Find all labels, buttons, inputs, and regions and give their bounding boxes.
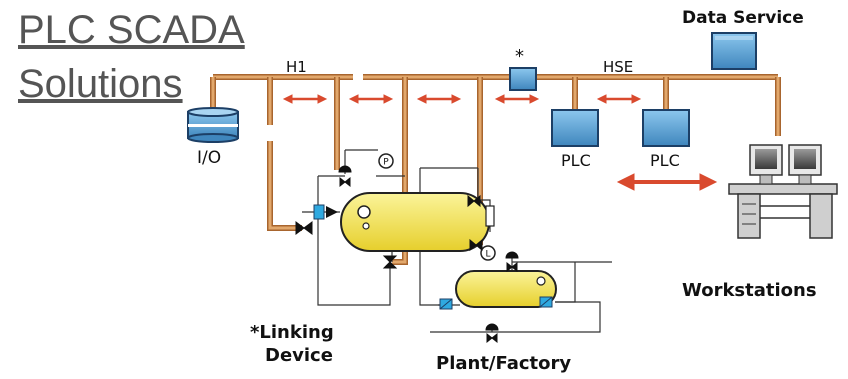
title-line-1: PLC SCADA (18, 8, 245, 52)
actuator-top (338, 165, 352, 188)
workstation-monitor-1 (749, 144, 783, 185)
valve-bottom (382, 255, 398, 269)
io-device (187, 107, 239, 143)
level-transmitter (480, 245, 496, 261)
fieldbus-cables (210, 72, 781, 265)
arrow-h1-2 (348, 94, 394, 104)
h1-label: H1 (286, 58, 307, 76)
arrow-h1-3 (416, 94, 462, 104)
arrow-hse-1 (494, 94, 540, 104)
data-service-label: Data Service (682, 8, 804, 28)
level-gauge (485, 205, 495, 227)
data-service-device (711, 32, 757, 70)
arrow-h1-1 (282, 94, 328, 104)
flow-meters (313, 204, 553, 310)
io-label: I/O (197, 148, 222, 168)
plc-left-device (551, 109, 599, 147)
plant-factory-label: Plant/Factory (436, 353, 572, 374)
plc-left-label: PLC (561, 151, 591, 170)
plc-right-label: PLC (650, 151, 680, 170)
plc-right-device (642, 109, 690, 147)
actuator-secondary (505, 251, 519, 273)
pressure-symbol: P (383, 158, 389, 168)
workstations-label: Workstations (682, 280, 817, 301)
control-valves (295, 165, 519, 344)
linking-device-star: * (515, 46, 524, 67)
workstation-monitor-2 (788, 144, 822, 185)
workstations-desk (728, 183, 838, 239)
communication-arrows (282, 94, 718, 191)
flow-meter-main (313, 204, 325, 220)
pressure-transmitter (378, 153, 394, 169)
valve-level (469, 238, 483, 252)
secondary-tank (455, 270, 557, 308)
valve-upper-right (467, 194, 481, 208)
hse-label: HSE (603, 58, 634, 76)
level-symbol: L (485, 250, 490, 260)
arrow-hse-2 (596, 94, 642, 104)
linking-device (509, 67, 537, 91)
valve-left (295, 221, 313, 235)
actuator-bottom (485, 323, 499, 344)
arrow-workstations (616, 173, 718, 191)
title-line-2: Solutions (18, 62, 183, 106)
linking-device-label-line2: Device (265, 345, 333, 366)
linking-device-label-line1: *Linking (250, 322, 334, 343)
main-tank (340, 192, 490, 252)
inlet-arrow (326, 206, 338, 218)
